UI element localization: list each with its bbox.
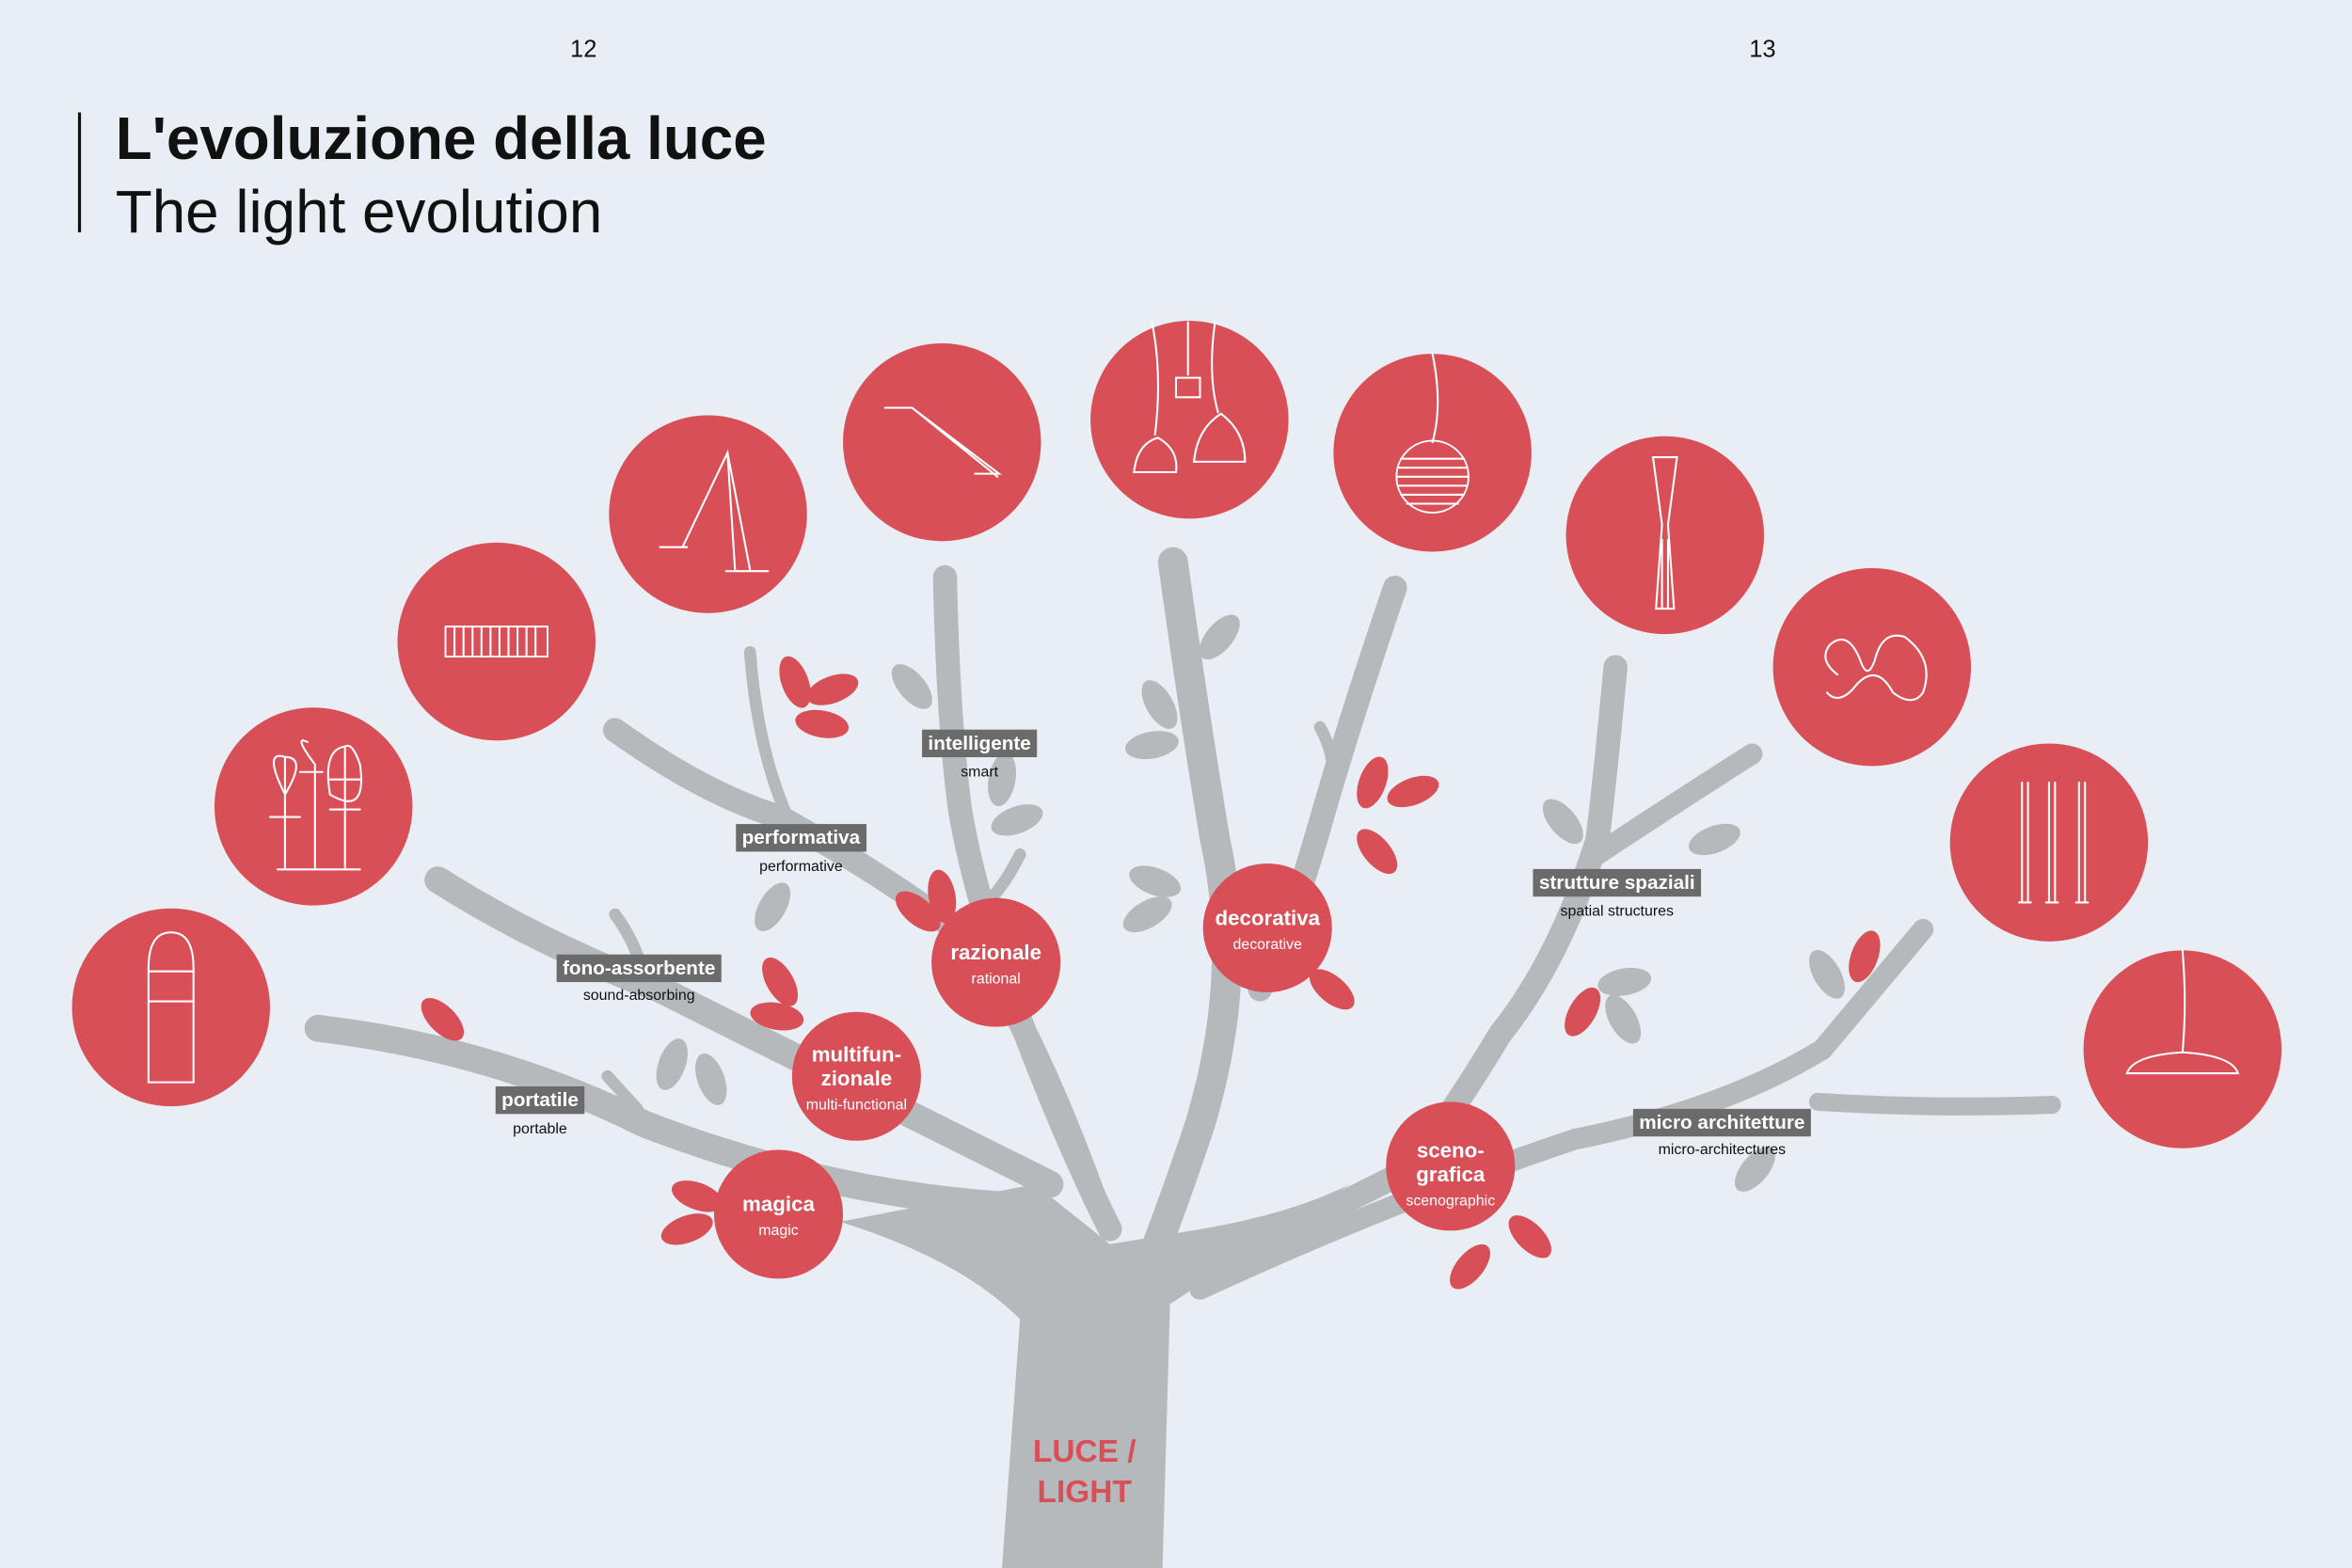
leaf: [1125, 731, 1179, 760]
category-sub: scenographic: [1406, 1193, 1495, 1209]
label-performativa[interactable]: performativa performative: [736, 824, 867, 875]
linear-structures-icon[interactable]: [1949, 743, 2149, 942]
category-sub: multi-functional: [806, 1097, 907, 1113]
leaf: [421, 998, 465, 1041]
label-main: micro architetture: [1639, 1112, 1804, 1133]
leaf: [1565, 987, 1601, 1037]
leaf: [895, 891, 941, 932]
leaf: [762, 958, 799, 1006]
category-scenografica[interactable]: sceno- grafica scenographic: [1386, 1101, 1516, 1231]
leaf: [1387, 775, 1439, 808]
leaf: [671, 1180, 723, 1212]
leaves: [421, 614, 1881, 1290]
label-sub: smart: [961, 765, 998, 781]
leaf: [1129, 865, 1182, 897]
label-main: portatile: [501, 1089, 579, 1111]
label-sub: portable: [513, 1121, 567, 1137]
category-main: decorativa: [1215, 906, 1320, 929]
label-strutture-spaziali[interactable]: strutture spaziali spatial structures: [1533, 868, 1702, 920]
leaf: [1508, 1215, 1551, 1259]
leaf: [779, 656, 811, 708]
category-sub: magic: [758, 1223, 799, 1239]
category-razionale[interactable]: razionale rational: [931, 897, 1061, 1027]
leaf: [891, 664, 932, 709]
leaf: [991, 804, 1043, 836]
leaf: [1605, 994, 1642, 1044]
leaf: [806, 673, 859, 705]
trunk-label-line2: LIGHT: [1038, 1475, 1133, 1510]
leaf: [1450, 1243, 1490, 1290]
leaf: [1688, 823, 1740, 856]
leaf: [928, 869, 957, 924]
sphere-pendant-icon[interactable]: [1333, 353, 1532, 552]
lamp-circles: [72, 321, 2282, 1148]
leaf: [1849, 930, 1881, 983]
trunk-label-line1: LUCE /: [1033, 1434, 1136, 1469]
column-lamp-icon[interactable]: [1565, 436, 1764, 635]
label-main: performativa: [742, 827, 861, 848]
label-fono-assorbente[interactable]: fono-assorbente sound-absorbing: [556, 954, 722, 1004]
category-main: sceno-: [1417, 1138, 1485, 1162]
category-decorativa[interactable]: decorativa decorative: [1202, 863, 1332, 993]
leaf: [1734, 1147, 1775, 1192]
category-main-2: grafica: [1416, 1163, 1486, 1186]
category-magica[interactable]: magica magic: [713, 1149, 844, 1279]
leaf: [1199, 614, 1240, 660]
label-sub: performative: [759, 859, 843, 875]
portable-lamp-icon[interactable]: [72, 908, 270, 1107]
leaf: [755, 882, 791, 932]
leaf: [1122, 896, 1172, 933]
label-sub: spatial structures: [1561, 904, 1675, 920]
page-number-left: 12: [570, 37, 596, 63]
label-portatile[interactable]: portatile portable: [495, 1085, 585, 1137]
page-title: L'evoluzione della luce: [116, 104, 767, 172]
pendant-lamps-icon[interactable]: [1090, 321, 1289, 519]
category-sub: decorative: [1232, 937, 1302, 953]
leaf: [1309, 969, 1355, 1010]
leaf: [1357, 829, 1398, 875]
category-main: magica: [742, 1193, 815, 1216]
leaf: [1357, 756, 1389, 809]
led-arm-lamp-icon[interactable]: [843, 342, 1041, 542]
tree-panels-icon[interactable]: [214, 707, 413, 906]
page-subtitle: The light evolution: [116, 178, 603, 245]
label-sub: sound-absorbing: [583, 988, 695, 1004]
leaf: [795, 709, 850, 738]
leaf: [988, 752, 1017, 807]
suspension-disc-icon[interactable]: [2083, 949, 2282, 1148]
sound-panel-icon[interactable]: [397, 542, 596, 741]
label-main: strutture spaziali: [1539, 872, 1695, 894]
category-main-2: zionale: [821, 1067, 893, 1090]
leaf: [1808, 950, 1845, 999]
swirl-lamp-icon[interactable]: [1772, 568, 1972, 767]
category-multifunzionale[interactable]: multifun- zionale multi-functional: [791, 1011, 921, 1141]
title-bar: [77, 112, 82, 233]
leaf: [750, 1002, 804, 1031]
label-sub: micro-architectures: [1659, 1142, 1787, 1158]
category-main: multifun-: [812, 1042, 901, 1066]
label-micro-architetture[interactable]: micro architetture micro-architectures: [1632, 1108, 1811, 1158]
leaf: [656, 1038, 688, 1090]
leaf: [660, 1213, 713, 1245]
category-main: razionale: [950, 941, 1041, 964]
category-sub: rational: [972, 971, 1021, 987]
leaf: [1141, 680, 1178, 729]
leaf: [695, 1053, 727, 1105]
label-main: intelligente: [928, 733, 1030, 754]
desk-lamp-icon[interactable]: [609, 415, 807, 613]
label-main: fono-assorbente: [563, 958, 715, 979]
label-intelligente[interactable]: intelligente smart: [922, 729, 1038, 781]
leaf: [1597, 967, 1652, 996]
page-number-right: 13: [1749, 37, 1775, 63]
leaf: [1542, 799, 1583, 845]
